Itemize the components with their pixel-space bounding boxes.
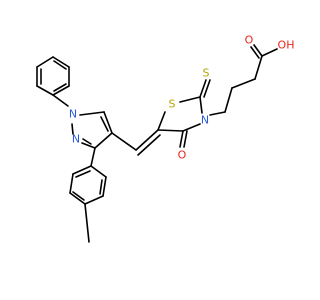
- pyrazole-bond: [81, 142, 96, 149]
- ketone-bond: [179, 130, 184, 148]
- chain-bond: [224, 87, 233, 113]
- tolyl-double-bond: [75, 170, 91, 178]
- phenyl-double-bond: [53, 83, 67, 92]
- thiazolidine-bond: [182, 123, 201, 132]
- atom-label-layer: N N S S N O O OH: [69, 34, 295, 162]
- tolyl-bond: [69, 173, 74, 194]
- thiazolidine-bond: [157, 129, 184, 132]
- pyrazole-bond: [79, 111, 105, 116]
- hydroxyl-bond: [261, 48, 278, 57]
- thiazolidine-bond: [179, 96, 201, 103]
- s-thioxo-label: S: [203, 67, 210, 80]
- tolyl-bond: [102, 176, 107, 197]
- o-ketone-label: O: [178, 149, 187, 162]
- methyl-bond: [84, 203, 90, 243]
- thioxo-double-bond: [203, 79, 211, 98]
- tolyl-bond: [84, 195, 104, 205]
- chain-bond: [254, 55, 263, 80]
- phenyl-double-bond: [53, 60, 67, 70]
- pyrazole-bond: [94, 132, 113, 149]
- phenyl-bond: [36, 56, 54, 68]
- oh-group-label: OH: [278, 39, 295, 52]
- phenyl-bond: [36, 85, 54, 96]
- s-ring-label: S: [169, 98, 176, 111]
- n-thiazolidine-label: N: [201, 114, 209, 127]
- pyrazole-double-bond: [82, 138, 92, 145]
- carbonyl-bond: [253, 44, 263, 57]
- thiazolidine-bond: [157, 111, 166, 131]
- tolyl-bond: [72, 165, 92, 175]
- vinyl-bond: [111, 132, 137, 151]
- ketone-double-bond: [183, 130, 188, 148]
- tolyl-double-bond: [72, 191, 85, 201]
- chain-bond: [209, 111, 226, 116]
- n-pyrazole-top-label: N: [69, 108, 77, 121]
- exocyclic-bond: [135, 129, 159, 151]
- carbonyl-double-bond: [250, 46, 260, 59]
- tolyl-double-bond: [99, 179, 103, 195]
- phenyl-bond: [52, 85, 70, 96]
- chain-bond: [231, 78, 256, 89]
- thiazolidine-bond: [199, 96, 203, 114]
- thioxo-bond: [199, 79, 207, 98]
- tolyl-bond: [90, 165, 107, 178]
- o-carbonyl-label: O: [245, 34, 254, 47]
- pyrazole-double-bond: [100, 116, 109, 132]
- tolyl-bond: [69, 192, 86, 205]
- phenyl-bond: [52, 56, 70, 68]
- molecule-structure: N N S S N O O OH: [36, 34, 295, 243]
- tolyl-link-bond: [90, 147, 96, 167]
- pyrazole-n-n-bond: [71, 123, 74, 135]
- phenyl-n-bond: [52, 94, 69, 107]
- n-pyrazole-bottom-label: N: [72, 133, 80, 146]
- pyrazole-bond: [103, 111, 113, 134]
- bond-layer: [36, 44, 278, 243]
- exocyclic-double-bond: [137, 134, 161, 156]
